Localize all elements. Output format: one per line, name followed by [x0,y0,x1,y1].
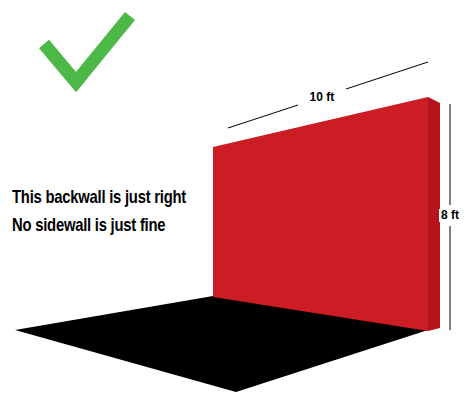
dimension-line [450,104,451,205]
dimension-line [228,105,298,128]
dimension-label: 8 ft [439,209,461,222]
dimension-label: 10 ft [308,91,337,104]
note-text: No sidewall is just fine [12,215,165,236]
note-text: This backwall is just right [12,187,186,208]
backwall-front [213,97,428,331]
dimension-line [450,226,451,330]
check-mark [44,16,130,82]
dimension-line [346,62,428,89]
width-dimension [228,62,428,128]
